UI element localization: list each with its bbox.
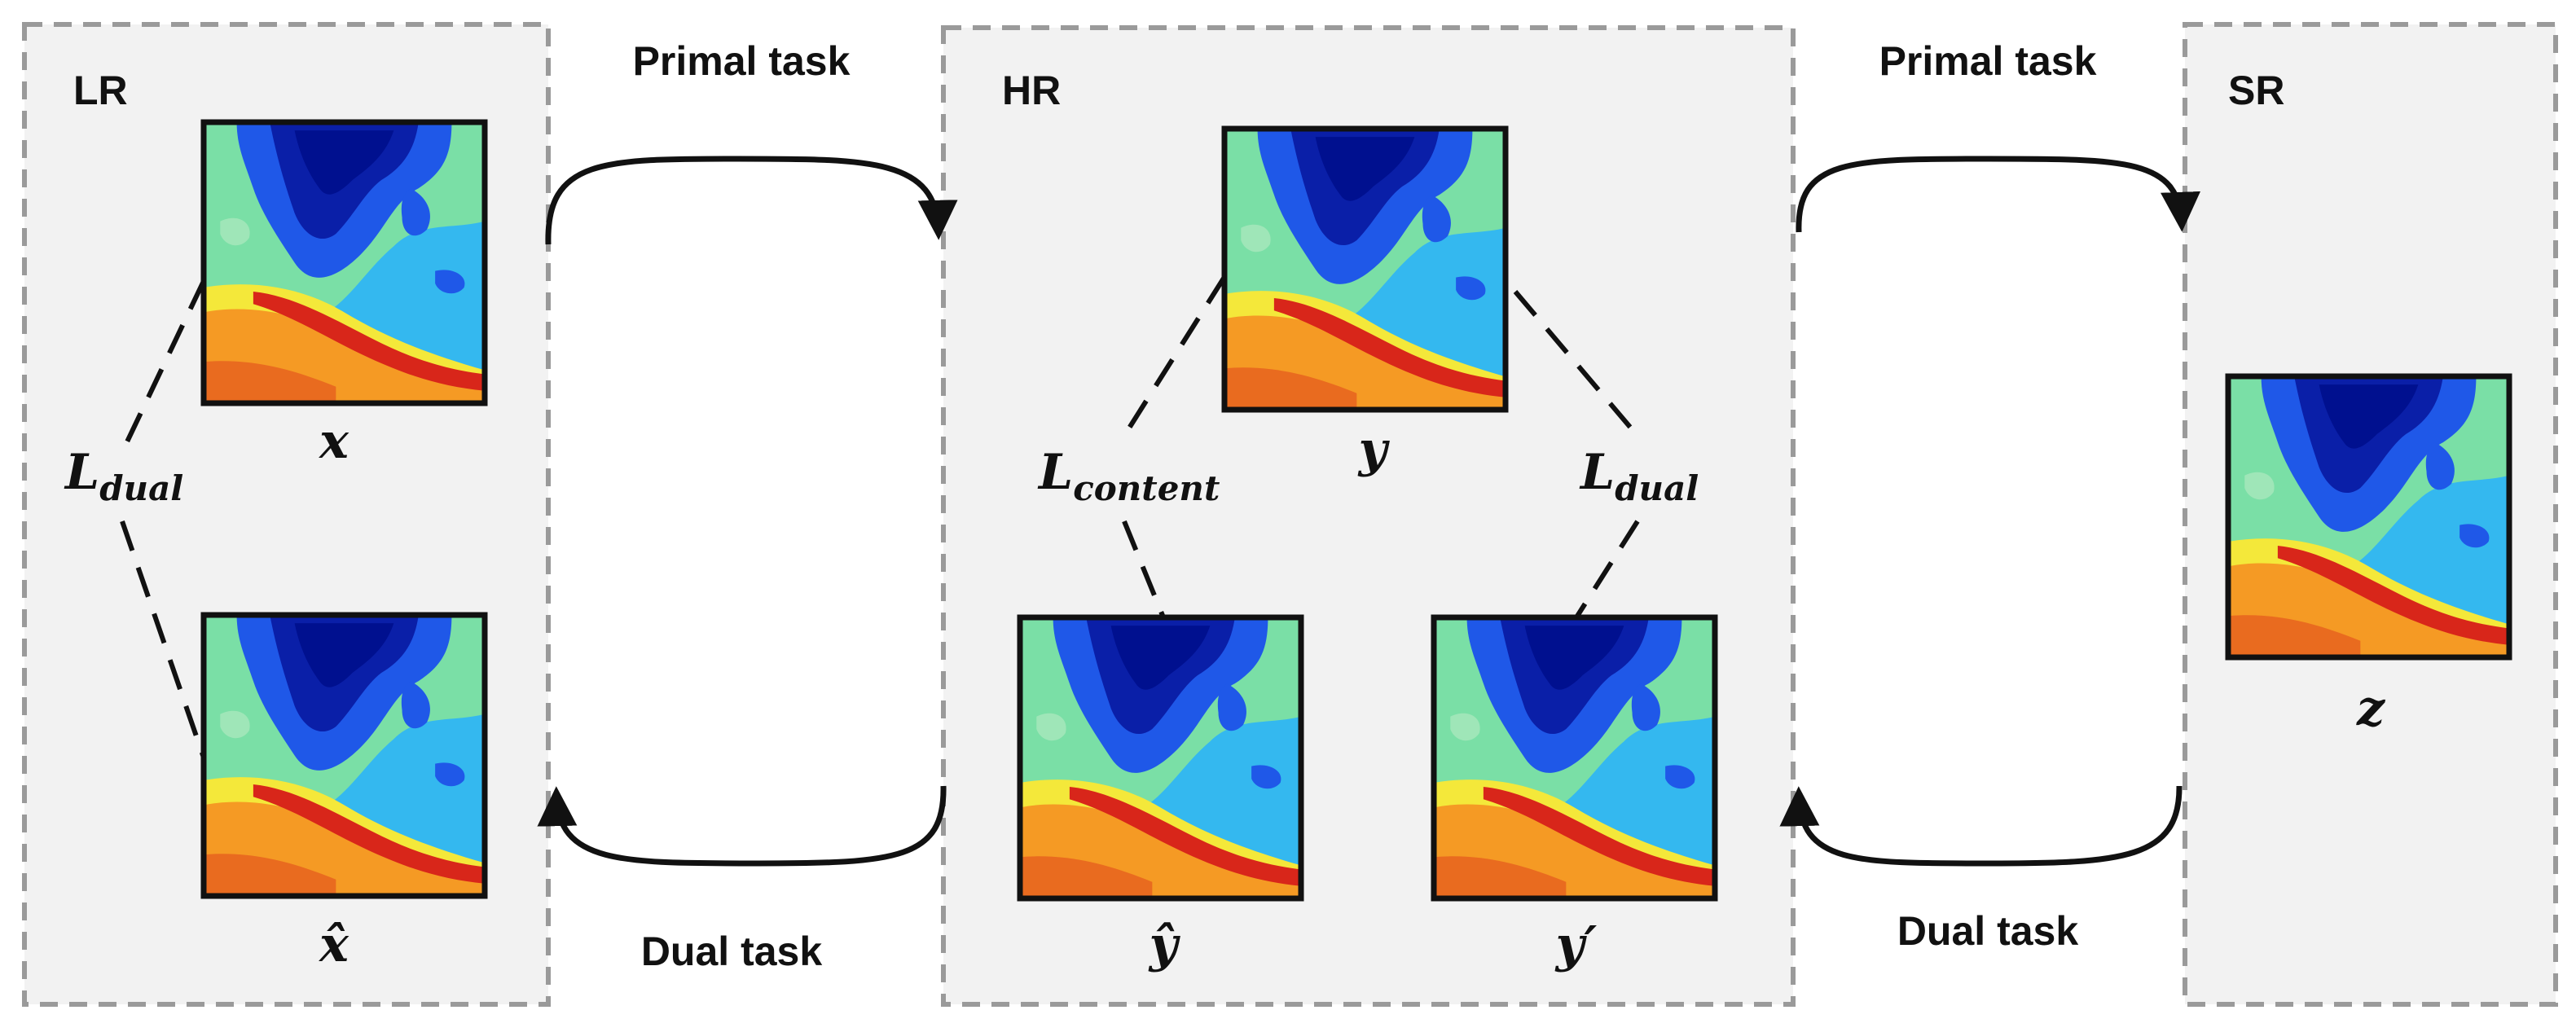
panel-title-hr: HR: [1002, 68, 1061, 113]
heatmap-image-x-hat: [200, 612, 488, 899]
primal-task-arrow-right: [1796, 156, 2200, 233]
panel-title-lr: LR: [73, 68, 128, 113]
heatmap-image-x: [200, 119, 488, 406]
label-y-prime: y′: [1554, 916, 1598, 973]
heatmap-image-z: [2225, 373, 2512, 661]
primal-task-arrow-left: [545, 156, 958, 245]
label-y: y: [1357, 421, 1391, 478]
label-z: z: [2356, 680, 2386, 737]
dual-task-label-left: Dual task: [641, 929, 823, 974]
dual-task-arrow-left: [537, 785, 947, 867]
dual-task-arrow-right: [1779, 785, 2183, 867]
loss-label-hr-content: Lcontent: [1037, 444, 1220, 508]
loss-label-hr-dual: Ldual: [1579, 444, 1699, 508]
panel-title-sr: SR: [2228, 68, 2284, 113]
heatmap-image-y-prime: [1431, 614, 1718, 902]
primal-task-label-right: Primal task: [1879, 38, 2097, 84]
loss-label-lr-dual: Ldual: [64, 444, 183, 508]
heatmap-image-y: [1221, 125, 1509, 413]
primal-task-label-left: Primal task: [633, 38, 851, 84]
heatmap-image-y-hat: [1017, 614, 1304, 902]
label-x-hat: x̂: [318, 916, 349, 973]
dual-task-label-right: Dual task: [1897, 908, 2079, 954]
label-x: x: [318, 413, 349, 470]
label-y-hat: ŷ: [1148, 916, 1181, 973]
loss-connectors: [120, 275, 1640, 758]
